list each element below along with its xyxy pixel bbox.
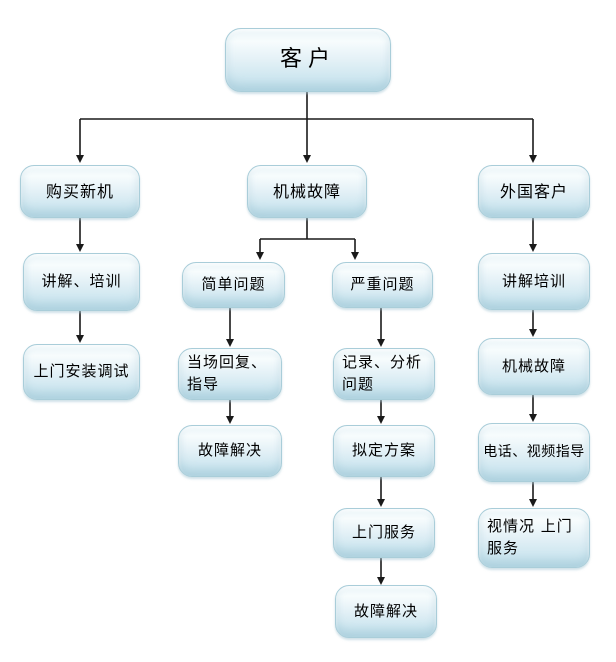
node-buy-new-machine: 购买新机 [20,165,140,218]
node-serious-problem: 严重问题 [332,262,433,308]
node-onsite-service: 上门服务 [333,508,435,558]
node-explain-training-left: 讲解、培训 [23,253,140,311]
node-mechanical-failure-right: 机械故障 [478,338,590,395]
node-onspot-reply-guide: 当场回复、指导 [178,348,282,400]
node-record-analyze-problem: 记录、分析问题 [333,348,435,400]
node-fault-resolved-serious: 故障解决 [335,585,437,638]
node-draft-plan: 拟定方案 [333,425,435,477]
node-explain-training-right: 讲解培训 [478,253,590,310]
node-mechanical-failure: 机械故障 [247,165,367,218]
node-onsite-as-needed: 视情况 上门服务 [478,508,590,568]
node-fault-resolved-simple: 故障解决 [178,425,282,477]
node-foreign-customer: 外国客户 [478,165,590,218]
node-simple-problem: 简单问题 [182,262,285,308]
node-onsite-install-debug: 上门安装调试 [23,344,140,400]
node-phone-video-guide: 电话、视频指导 [478,423,590,482]
node-customer: 客户 [225,28,391,92]
